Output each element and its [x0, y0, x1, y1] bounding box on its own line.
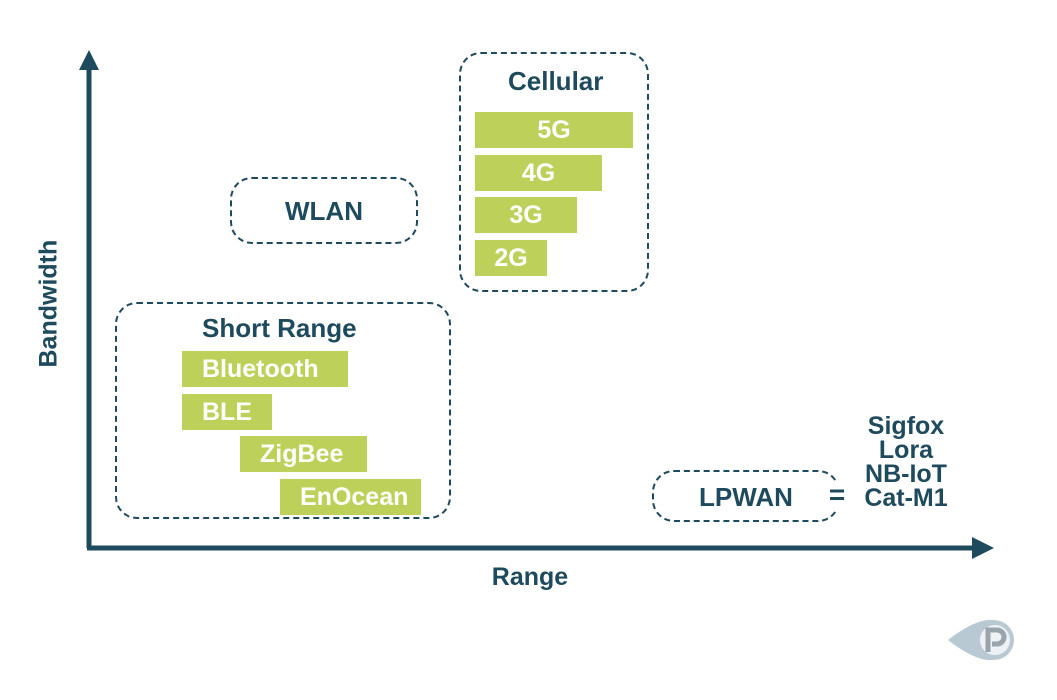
short-range-bar-enocean: EnOcean: [280, 479, 421, 515]
cellular-group: [459, 52, 649, 292]
short-range-title: Short Range: [202, 313, 357, 343]
cellular-bar-4g: 4G: [475, 155, 602, 191]
lpwan-equals: =: [828, 479, 846, 510]
x-axis-arrow: [972, 537, 994, 559]
cellular-title: Cellular: [508, 66, 604, 96]
x-axis-label: Range: [491, 563, 569, 591]
lpwan-item-lora: Lora: [878, 436, 934, 464]
short-range-bar-zigbee: ZigBee: [240, 436, 367, 472]
short-range-bar-ble: BLE: [182, 394, 272, 430]
lpwan-item-nbiot: NB-IoT: [865, 460, 947, 488]
wlan-group: [230, 177, 418, 244]
cellular-bar-5g: 5G: [475, 112, 633, 148]
wlan-title: WLAN: [285, 196, 363, 226]
short-range-group: [115, 302, 451, 519]
cellular-bar-2g: 2G: [475, 240, 547, 276]
y-axis-label: Bandwidth: [34, 239, 63, 368]
lpwan-technology-list: Sigfox Lora NB-IoT Cat-M1: [852, 412, 960, 512]
y-axis-arrow: [79, 50, 99, 70]
short-range-bar-bluetooth: Bluetooth: [182, 351, 348, 387]
brand-logo-icon: [948, 619, 1014, 661]
lpwan-item-sigfox: Sigfox: [867, 412, 945, 440]
lpwan-title: LPWAN: [699, 482, 793, 512]
cellular-bar-3g: 3G: [475, 197, 577, 233]
lpwan-item-catm1: Cat-M1: [864, 484, 948, 512]
